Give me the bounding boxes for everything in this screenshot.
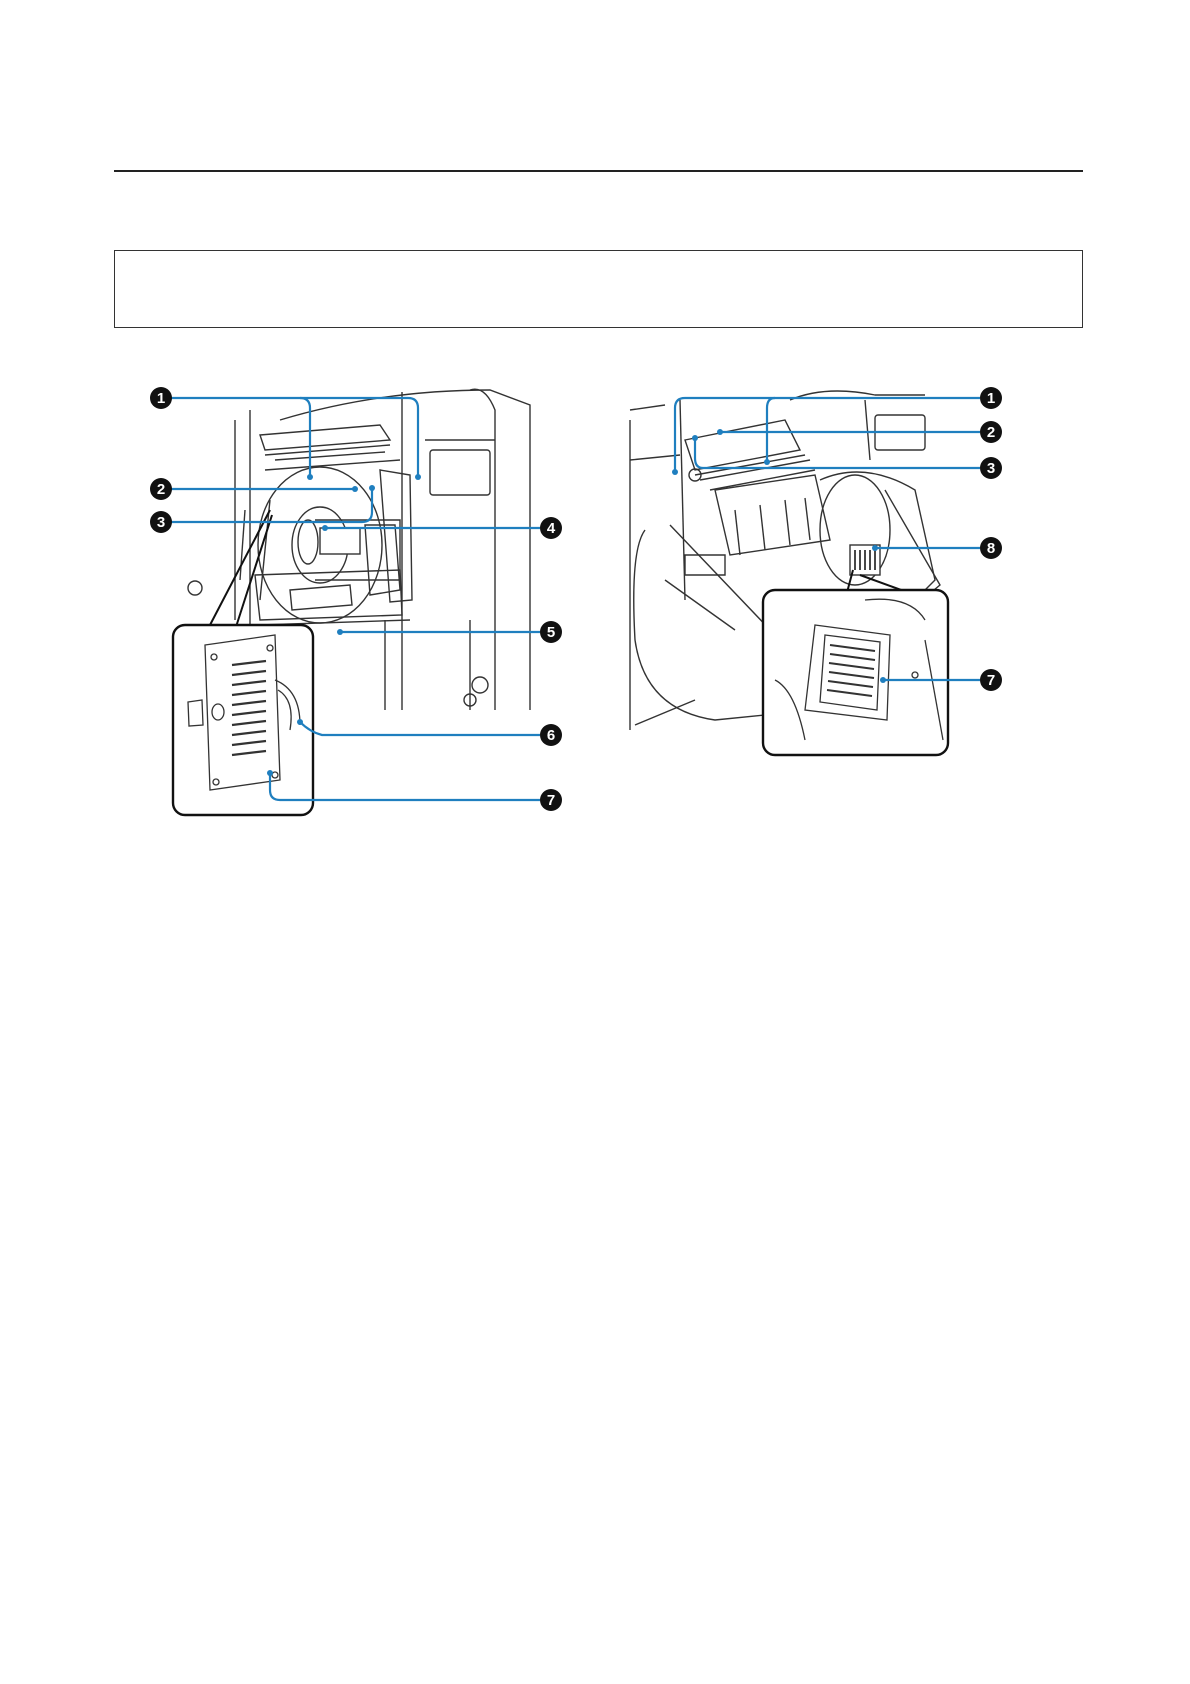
svg-text:5: 5 xyxy=(547,624,555,641)
callout-6-left: 6 xyxy=(540,724,562,746)
svg-text:3: 3 xyxy=(987,460,995,477)
ventilation-cover-inset xyxy=(173,625,313,815)
figure-right: 1 2 3 8 7 xyxy=(625,380,1045,825)
callout-7-left: 7 xyxy=(540,789,562,811)
callout-2-right: 2 xyxy=(980,421,1002,443)
svg-text:6: 6 xyxy=(547,727,555,744)
header-rule xyxy=(114,170,1083,172)
callout-3-right: 3 xyxy=(980,457,1002,479)
callout-3-left: 3 xyxy=(150,511,172,533)
svg-text:2: 2 xyxy=(987,424,995,441)
callout-5-left: 5 xyxy=(540,621,562,643)
svg-text:4: 4 xyxy=(547,520,556,537)
ventilation-grille-inset xyxy=(763,590,948,755)
svg-text:7: 7 xyxy=(547,792,555,809)
callout-4-left: 4 xyxy=(540,517,562,539)
svg-text:7: 7 xyxy=(987,672,995,689)
svg-text:1: 1 xyxy=(987,390,995,407)
figure-left: 1 2 3 4 5 6 7 xyxy=(140,380,580,825)
callout-2-left: 2 xyxy=(150,478,172,500)
svg-text:8: 8 xyxy=(987,540,995,557)
svg-text:2: 2 xyxy=(157,481,165,498)
svg-text:3: 3 xyxy=(157,514,165,531)
note-box xyxy=(114,250,1083,328)
callout-1-left: 1 xyxy=(150,387,172,409)
callout-1-right: 1 xyxy=(980,387,1002,409)
printer-left-illustration: 1 2 3 4 5 6 7 xyxy=(140,380,580,825)
svg-text:1: 1 xyxy=(157,390,165,407)
callout-8-right: 8 xyxy=(980,537,1002,559)
printer-right-illustration: 1 2 3 8 7 xyxy=(625,380,1045,825)
callout-7-right: 7 xyxy=(980,669,1002,691)
